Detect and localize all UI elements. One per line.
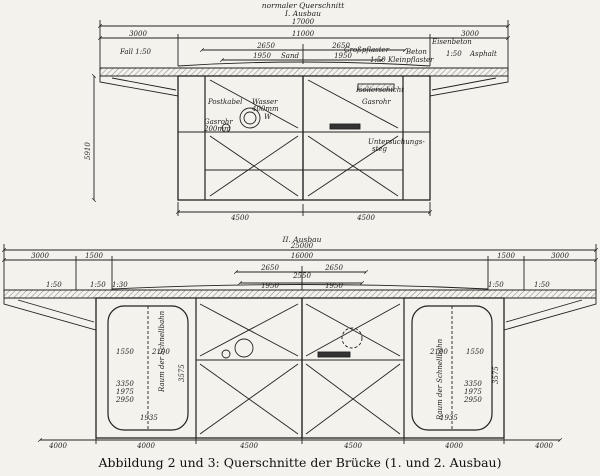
section-2-labels: II. Ausbau 25000 16000 3000 3000 1500 15… bbox=[31, 235, 569, 450]
label-asphalt: Asphalt bbox=[469, 50, 497, 58]
dim-r3575: 3575 bbox=[492, 366, 500, 384]
label-sand: Sand bbox=[281, 52, 299, 60]
dim-base-right: 4500 bbox=[356, 214, 375, 222]
dim-1950-left: 1950 bbox=[253, 52, 271, 60]
dim-1500-right: 1500 bbox=[497, 252, 515, 260]
dim-1500-left: 1500 bbox=[85, 252, 103, 260]
dim-base-4000-c: 4000 bbox=[444, 442, 463, 450]
label-gasrohr-left-size: 200mm bbox=[203, 125, 231, 133]
label-wasser: Wasser bbox=[252, 98, 278, 106]
dim-l1550: 1550 bbox=[116, 348, 134, 356]
dim-2650-left: 2650 bbox=[256, 42, 275, 50]
dim-side-right: 3000 bbox=[461, 30, 479, 38]
dim-2550: 2550 bbox=[292, 272, 311, 280]
slope-left-2: 1:50 bbox=[90, 281, 106, 289]
section-2-title: II. Ausbau bbox=[282, 235, 322, 244]
dim-2650-right: 2650 bbox=[331, 42, 350, 50]
dim-total-11000: 11000 bbox=[292, 30, 315, 38]
figure-caption: Abbildung 2 und 3: Querschnitte der Brüc… bbox=[98, 455, 502, 470]
dim-side-left-2: 3000 bbox=[31, 252, 49, 260]
dim-side-right-2: 3000 bbox=[551, 252, 569, 260]
section-1-labels: normaler Querschnitt I. Ausbau 17000 110… bbox=[84, 1, 497, 222]
label-beton: Beton bbox=[405, 48, 427, 56]
dim-r1935: 1935 bbox=[440, 414, 458, 422]
dim-l3350: 3350 bbox=[116, 380, 134, 388]
dim-1950-right: 1950 bbox=[334, 52, 352, 60]
dim-l1975: 1975 bbox=[116, 388, 134, 396]
dim-r1550: 1550 bbox=[466, 348, 484, 356]
dim-total-16000: 16000 bbox=[291, 252, 314, 260]
label-eisenbeton: Eisenbeton bbox=[431, 38, 472, 46]
label-slope-right: 1:50 bbox=[446, 50, 462, 58]
label-grosspflaster: Großpflaster bbox=[344, 46, 390, 54]
label-gasrohr-left: Gasrohr bbox=[204, 118, 233, 126]
dim-base-4000-d: 4000 bbox=[534, 442, 553, 450]
dim-total-17000: 17000 bbox=[292, 18, 315, 26]
slope-left-3: 1:30 bbox=[112, 281, 128, 289]
label-untersuchung: Untersuchungs- bbox=[368, 138, 425, 146]
dim-2650-right-2: 2650 bbox=[324, 264, 343, 272]
label-wasser-size: 400mm bbox=[251, 105, 279, 113]
label-fall-left: Fall 1:50 bbox=[119, 48, 152, 56]
label-kleinpflaster: 1:50 Kleinpflaster bbox=[370, 56, 434, 64]
dim-l2100: 2100 bbox=[151, 348, 170, 356]
slope-right-2: 1:50 bbox=[534, 281, 550, 289]
dim-r3350: 3350 bbox=[464, 380, 482, 388]
dim-base-left: 4500 bbox=[230, 214, 249, 222]
dim-r1975: 1975 bbox=[464, 388, 482, 396]
slope-right-1: 1:50 bbox=[488, 281, 504, 289]
section-1-title: normaler Querschnitt bbox=[262, 1, 345, 10]
dim-r2950: 2950 bbox=[463, 396, 482, 404]
dim-r2100: 2100 bbox=[429, 348, 448, 356]
label-postkabel: Postkabel bbox=[207, 98, 242, 106]
label-untersuchung-2: steg bbox=[372, 145, 388, 153]
dim-total-25000: 25000 bbox=[290, 242, 314, 250]
label-isolierschicht: Isolierschicht bbox=[355, 86, 404, 94]
dim-l1935: 1935 bbox=[140, 414, 158, 422]
dim-1950-right-2: 1950 bbox=[325, 282, 343, 290]
dim-base-4500-a: 4500 bbox=[239, 442, 258, 450]
dim-side-left: 3000 bbox=[129, 30, 147, 38]
dim-2650-left-2: 2650 bbox=[260, 264, 279, 272]
slope-left-1: 1:50 bbox=[46, 281, 62, 289]
section-1-subtitle: I. Ausbau bbox=[284, 9, 321, 18]
section-2-drawing bbox=[1, 244, 599, 444]
dim-base-4500-b: 4500 bbox=[343, 442, 362, 450]
dim-base-4000-a: 4000 bbox=[48, 442, 67, 450]
section-1-drawing bbox=[91, 20, 511, 216]
track-label-right: Raum der Schnellbahn bbox=[436, 338, 444, 421]
label-wasser-w: W bbox=[264, 113, 272, 121]
dim-1950-left-2: 1950 bbox=[261, 282, 279, 290]
track-label-left: Raum der Schnellbahn bbox=[158, 310, 166, 393]
label-gasrohr-right: Gasrohr bbox=[362, 98, 391, 106]
dim-l3575: 3575 bbox=[178, 364, 186, 382]
dim-height: 5910 bbox=[84, 142, 92, 160]
dim-base-4000-b: 4000 bbox=[136, 442, 155, 450]
dim-l2950: 2950 bbox=[115, 396, 134, 404]
